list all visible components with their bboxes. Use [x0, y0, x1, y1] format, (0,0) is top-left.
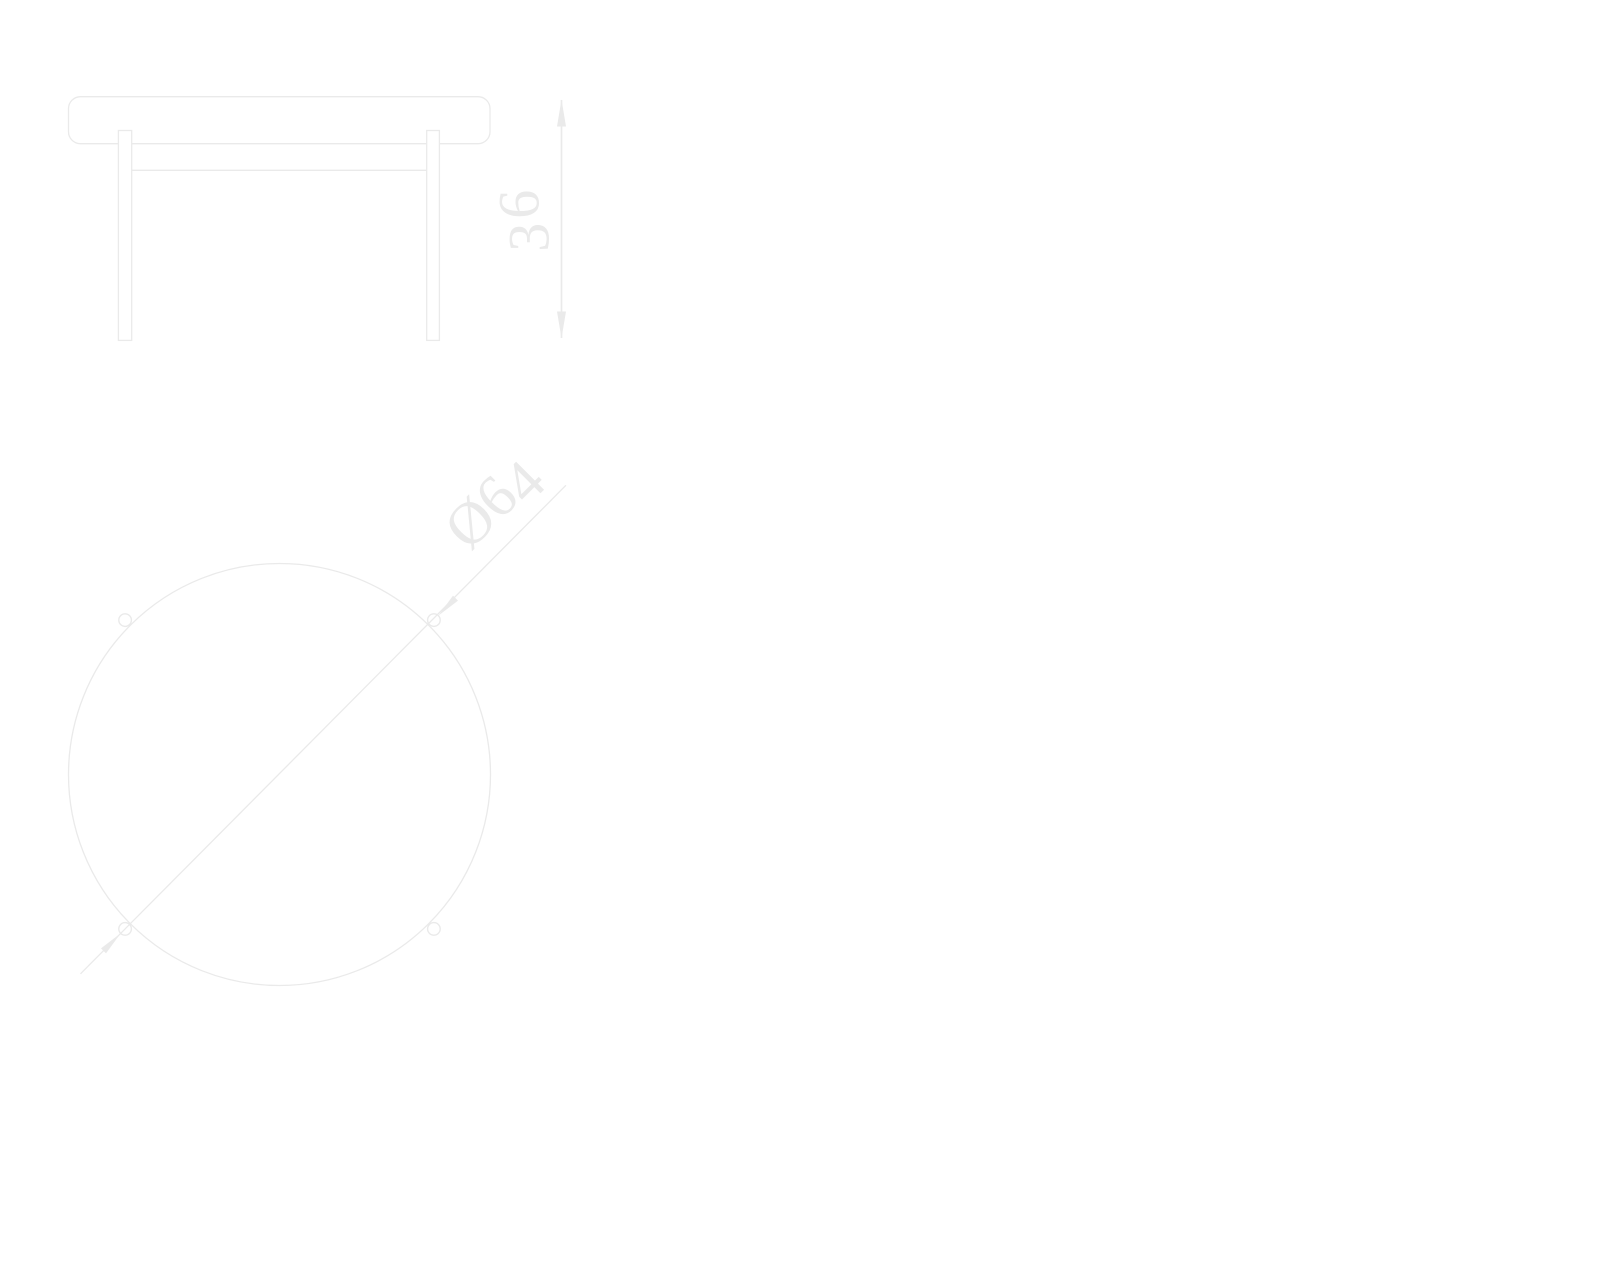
svg-text:36: 36 [486, 186, 561, 252]
svg-text:Ø64: Ø64 [432, 441, 558, 567]
